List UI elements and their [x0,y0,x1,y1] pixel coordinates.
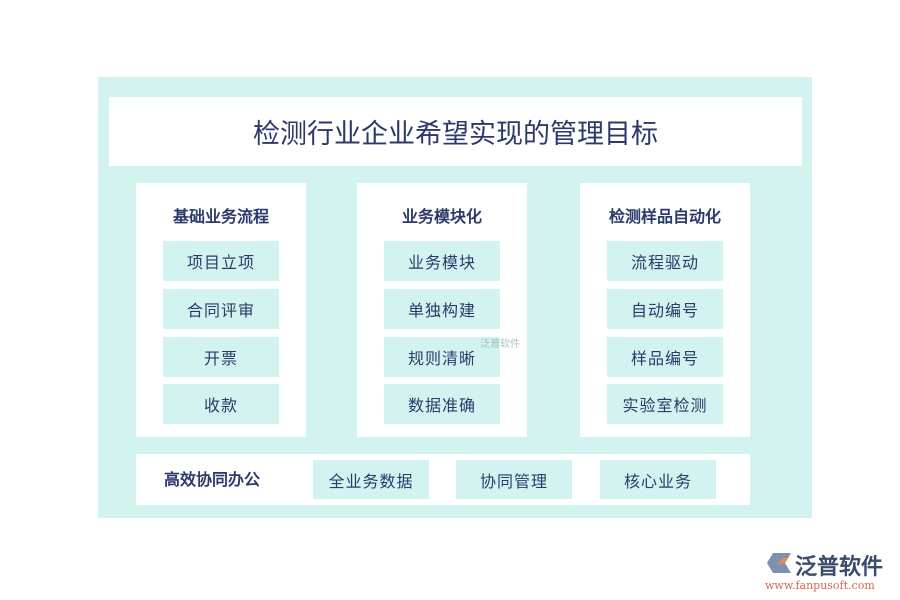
item: 自动编号 [607,289,723,329]
item: 收款 [163,384,279,424]
bottom-label: 高效协同办公 [164,470,261,489]
brand-logo: 泛普软件 www.fanpusoft.com [765,549,890,594]
column-heading: 业务模块化 [401,207,482,226]
item: 规则清晰 [384,337,500,377]
item: 合同评审 [163,289,279,329]
item: 流程驱动 [607,241,723,281]
watermark: 泛普软件 [480,339,520,350]
item: 开票 [163,337,279,377]
logo-url: www.fanpusoft.com [765,579,875,592]
bottom-item: 核心业务 [600,460,716,499]
item: 单独构建 [384,289,500,329]
item: 实验室检测 [607,384,723,424]
column-heading: 基础业务流程 [172,207,269,226]
column-heading: 检测样品自动化 [608,207,721,226]
item: 数据准确 [384,384,500,424]
logo-icon [767,553,791,573]
item: 样品编号 [607,337,723,377]
bottom-item: 协同管理 [456,460,572,499]
column-sample-automation: 检测样品自动化 流程驱动 自动编号 样品编号 实验室检测 [580,183,750,437]
bottom-row: 高效协同办公 全业务数据 协同管理 核心业务 [136,454,750,505]
diagram-title: 检测行业企业希望实现的管理目标 [109,97,802,166]
logo-name: 泛普软件 [795,555,884,580]
column-modularization: 业务模块化 业务模块 单独构建 规则清晰 数据准确 [357,183,527,437]
item: 业务模块 [384,241,500,281]
bottom-item: 全业务数据 [313,460,429,499]
column-basic-process: 基础业务流程 项目立项 合同评审 开票 收款 [136,183,306,437]
item: 项目立项 [163,241,279,281]
